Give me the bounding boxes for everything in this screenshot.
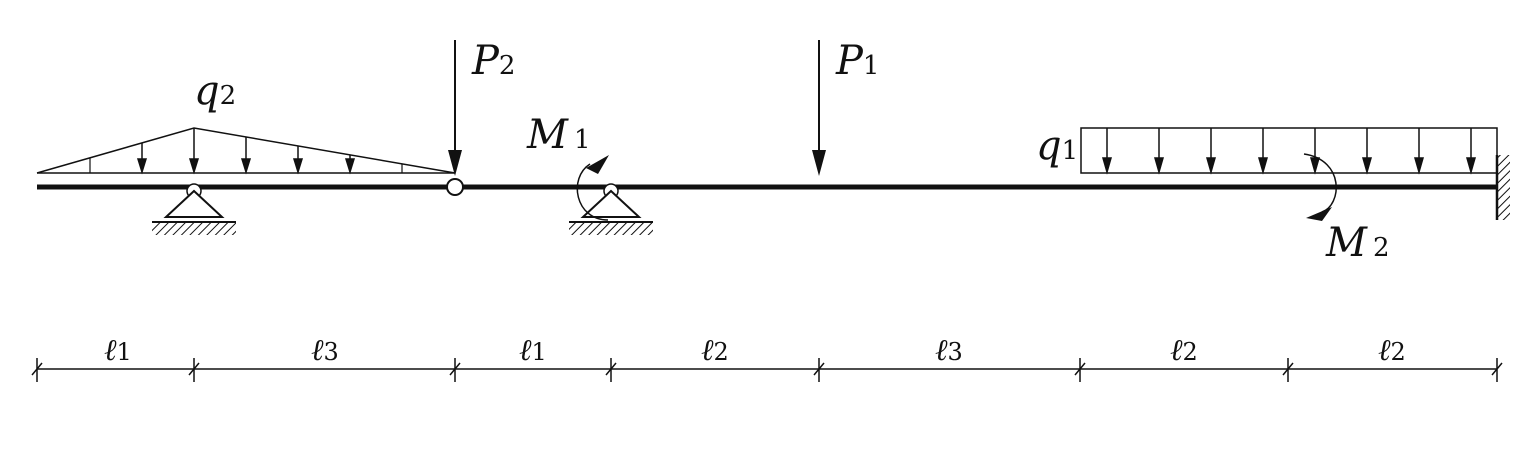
uniform-load-q1 bbox=[1080, 127, 1498, 175]
moment-m2-arrow bbox=[1303, 153, 1337, 221]
span-label-1: ℓ1 bbox=[104, 333, 132, 368]
span-label-4: ℓ2 bbox=[701, 333, 729, 368]
dimension-tick-slash bbox=[31, 362, 43, 376]
label-q1: q1 bbox=[1036, 123, 1078, 169]
moment-m1-arrow bbox=[576, 155, 609, 221]
dimension-tick-slash bbox=[605, 362, 617, 376]
label-p2: P2 bbox=[471, 38, 515, 84]
fixed-support-right bbox=[1495, 155, 1510, 220]
point-load-p2-arrow bbox=[448, 40, 462, 176]
dimension-line bbox=[31, 358, 1503, 382]
span-label-7: ℓ2 bbox=[1378, 333, 1406, 368]
label-q2: q2 bbox=[194, 68, 236, 114]
dimension-tick-slash bbox=[1074, 362, 1086, 376]
hinge bbox=[446, 178, 464, 196]
dimension-tick-slash bbox=[188, 362, 200, 376]
dimension-tick-slash bbox=[1491, 362, 1503, 376]
span-label-6: ℓ2 bbox=[1170, 333, 1198, 368]
point-load-p1-arrow bbox=[812, 40, 826, 176]
pin-support-left bbox=[152, 183, 236, 235]
span-label-5: ℓ3 bbox=[935, 333, 963, 368]
dimension-tick-slash bbox=[449, 362, 461, 376]
span-label-2: ℓ3 bbox=[311, 333, 339, 368]
label-p1: P1 bbox=[835, 38, 879, 84]
pin-support-middle bbox=[569, 183, 653, 235]
triangular-load-q2 bbox=[36, 127, 456, 175]
span-label-3: ℓ1 bbox=[519, 333, 547, 368]
dimension-tick-slash bbox=[1282, 362, 1294, 376]
dimension-tick-slash bbox=[813, 362, 825, 376]
